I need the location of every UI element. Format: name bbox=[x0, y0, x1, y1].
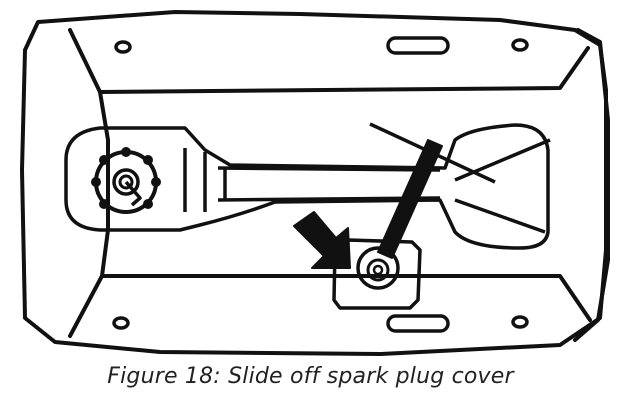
mount-hole-bottom-left bbox=[112, 316, 130, 330]
hub-notches bbox=[91, 147, 161, 209]
slot-bottom bbox=[386, 314, 450, 333]
deck-right-rim bbox=[573, 28, 610, 342]
deck-inner-top-edge bbox=[68, 28, 590, 94]
deck-inner-left-edge bbox=[98, 90, 110, 278]
removal-tool bbox=[377, 139, 443, 259]
arrow-icon bbox=[293, 211, 351, 269]
slot-top bbox=[386, 36, 450, 55]
mower-underside-diagram bbox=[20, 10, 610, 356]
mount-hole-bottom-right bbox=[511, 315, 529, 329]
spark-plug-icon bbox=[356, 246, 400, 290]
mount-hole-top-left bbox=[114, 40, 132, 54]
deck-inner-bottom-edge bbox=[68, 274, 592, 338]
figure-caption: Figure 18: Slide off spark plug cover bbox=[107, 364, 514, 389]
spark-plug-cover bbox=[332, 238, 422, 310]
mount-hole-top-right bbox=[511, 38, 529, 52]
